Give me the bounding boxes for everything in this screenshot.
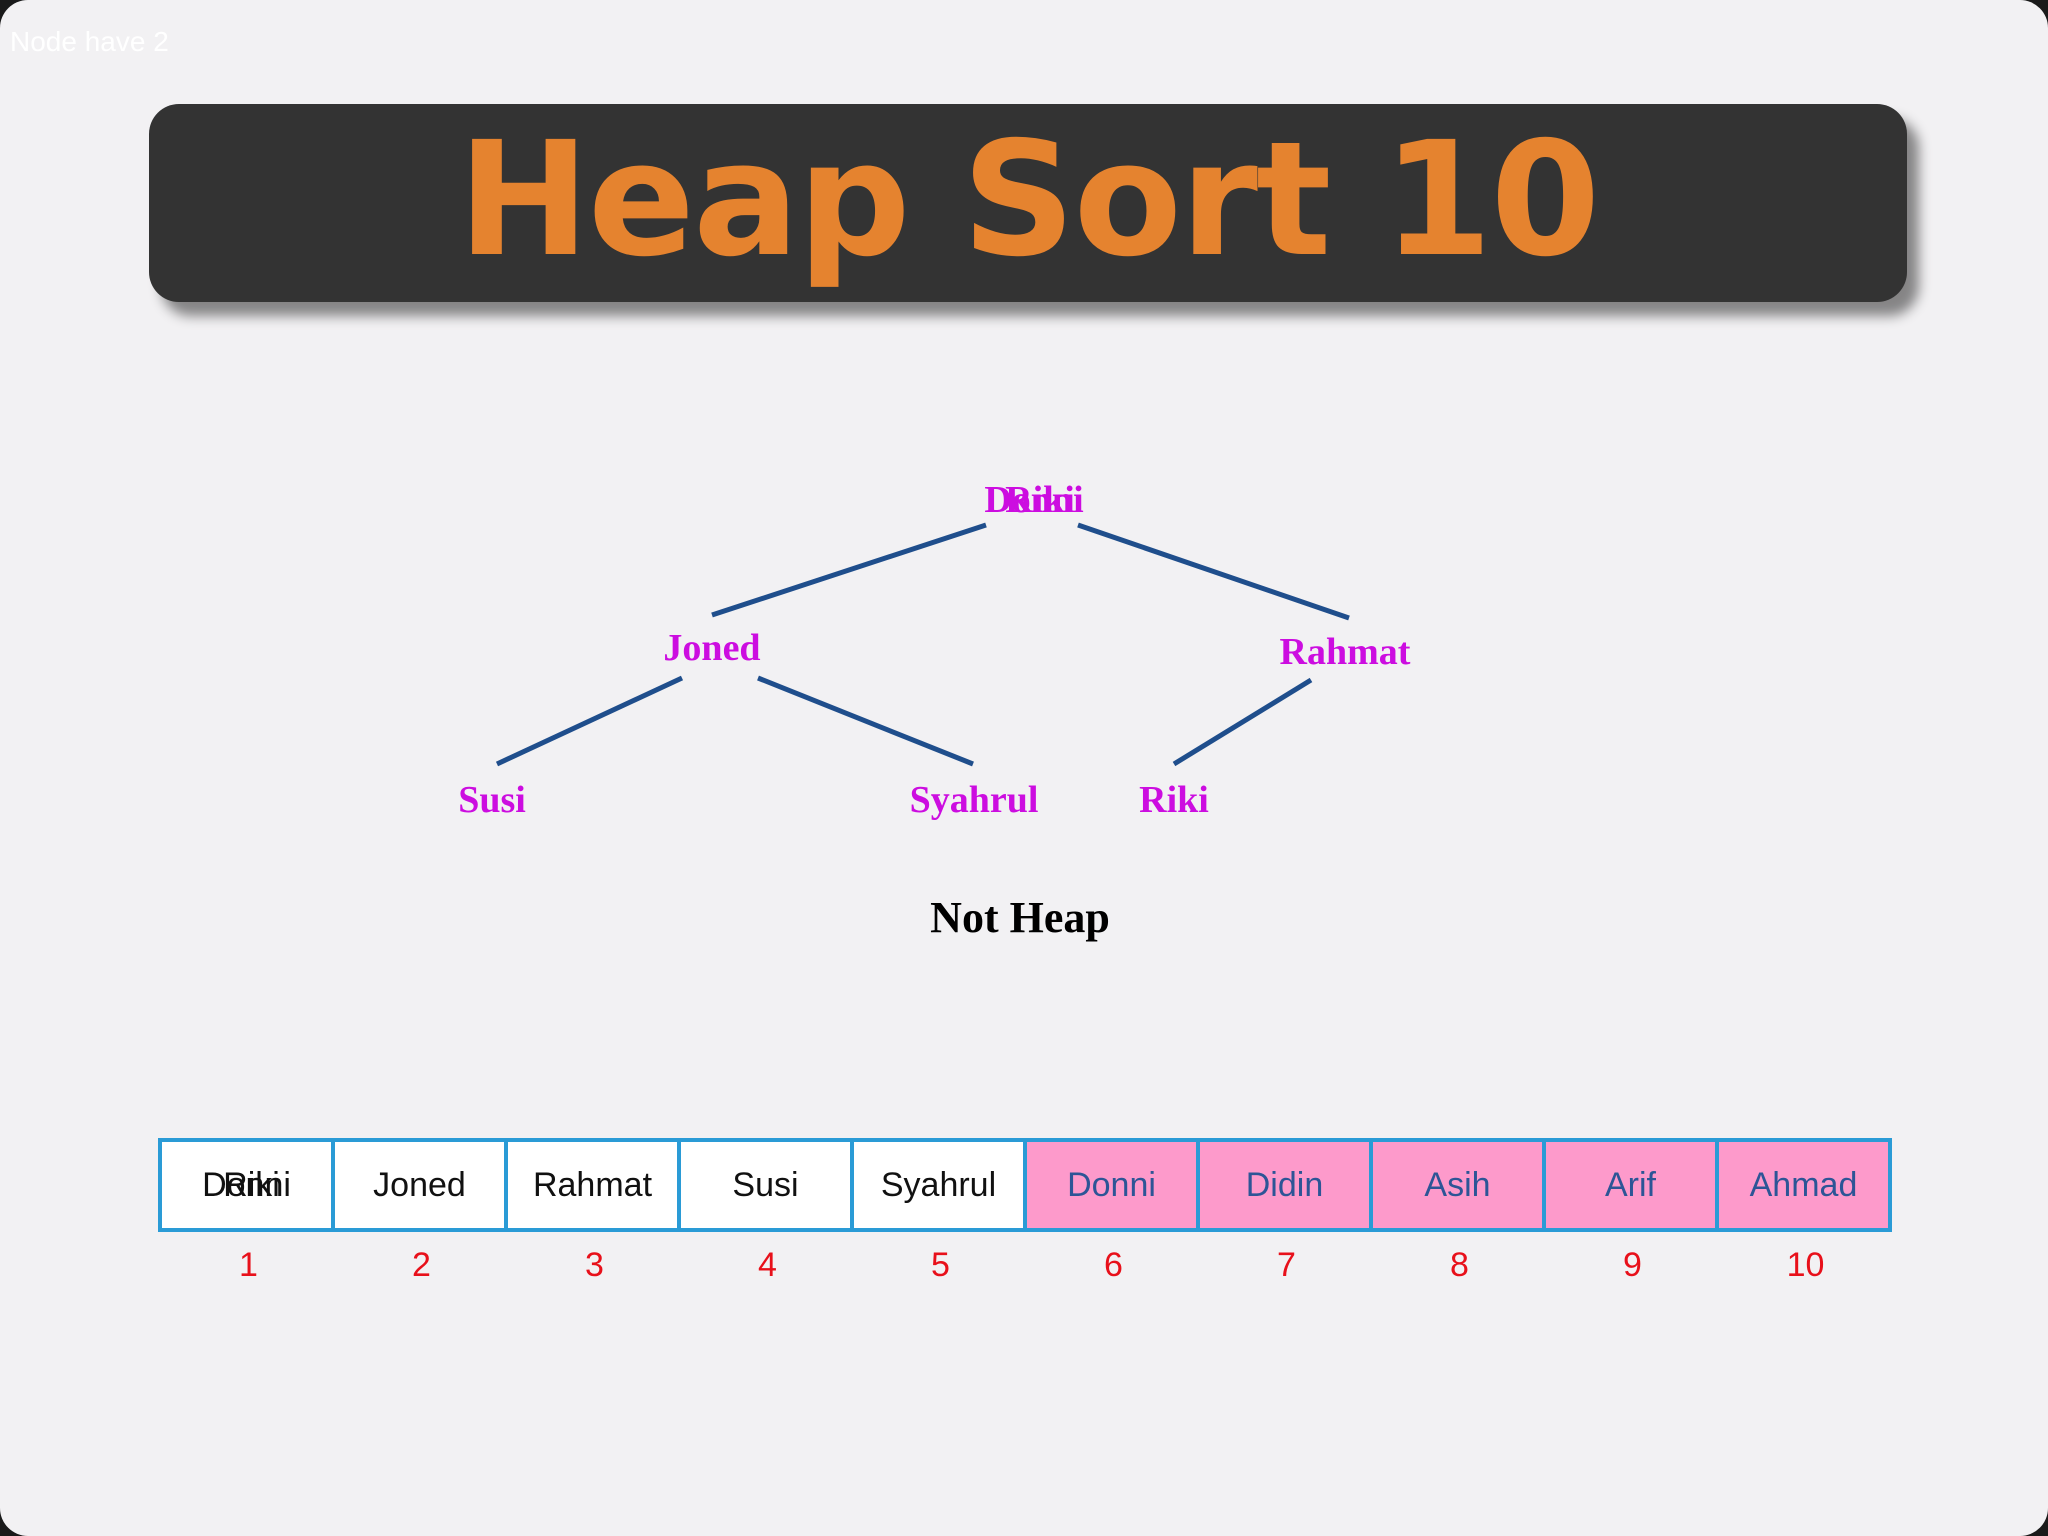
array-cell: Didin [1196,1138,1373,1232]
corner-note: Node have 2 [10,26,169,57]
array-index: 4 [758,1246,777,1284]
edge-right-rightleft [1172,677,1313,767]
tree-node-left-right: Syahrul [909,779,1039,821]
array-cell: Donni [1023,1138,1200,1232]
array-cell-label: Joned [373,1165,466,1204]
array-cell: Joned [331,1138,508,1232]
array-index: 9 [1623,1246,1642,1284]
tree-node-root: Donni [984,479,1084,521]
array-cell-label: Rahmat [532,1165,653,1204]
array-index: 7 [1277,1246,1296,1284]
array-cell: Syahrul [850,1138,1027,1232]
array-index: 3 [585,1246,604,1284]
array-cell-label: Donni [1067,1165,1156,1204]
title-bar: Heap Sort 10 [149,104,1907,302]
array-cell-label: Riki [223,1165,280,1204]
array-index: 2 [412,1246,431,1284]
tree-node-right-left: Riki [1139,779,1209,821]
array-index: 6 [1104,1246,1123,1284]
array-index: 10 [1786,1246,1825,1284]
array-cell-label: Donni [202,1165,291,1204]
array-cell: Susi [677,1138,854,1232]
array-cell-label: Susi [732,1165,799,1204]
array-cell: Asih [1369,1138,1546,1232]
edge-left-leftleft [495,675,684,767]
edge-root-right [1077,522,1350,621]
edge-root-left [711,522,987,618]
tree-node-left: Joned [663,627,761,669]
array-index: 5 [931,1246,950,1284]
edge-left-leftright [757,675,974,767]
array-index: 8 [1450,1246,1469,1284]
tree-node-right: Rahmat [1279,631,1411,673]
array-cell-label: Ahmad [1749,1165,1858,1204]
slide-title: Heap Sort 10 [457,108,1601,292]
tree-node-left-left: Susi [458,779,526,821]
array-cell-label: Syahrul [880,1165,997,1204]
tree-node-root-overlap: Riki [1005,479,1075,521]
array-index: 1 [239,1246,258,1284]
array-cell: Arif [1542,1138,1719,1232]
array-cell: Rahmat [504,1138,681,1232]
array-cell-label: Didin [1245,1165,1324,1204]
array-cell: Ahmad [1715,1138,1892,1232]
array-cell-label: Arif [1605,1165,1656,1204]
array-cell-label: Asih [1424,1165,1491,1204]
heap-status-label: Not Heap [930,893,1110,942]
